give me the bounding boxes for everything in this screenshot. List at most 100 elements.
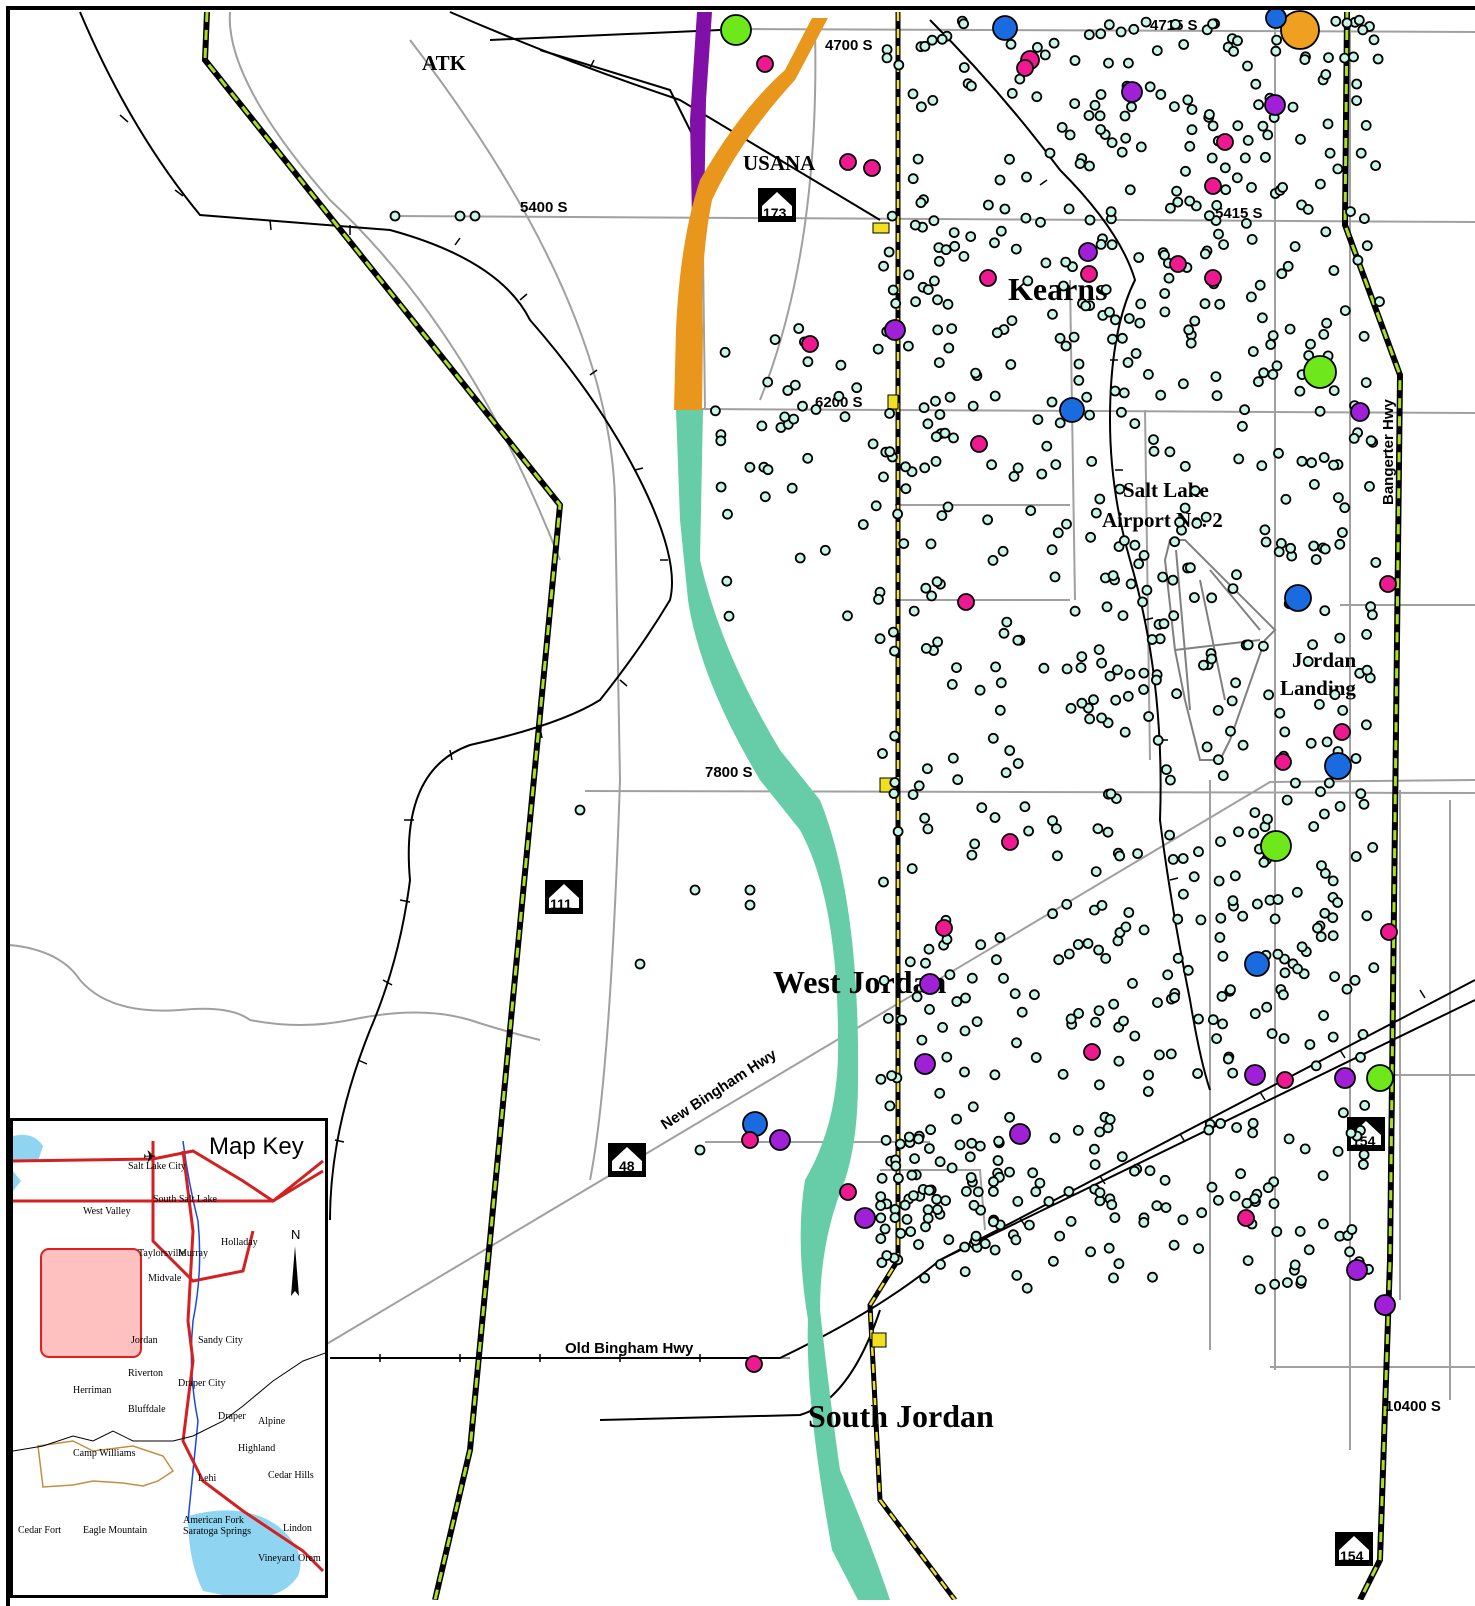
point-marker: [1085, 1246, 1096, 1258]
point-marker: [1177, 853, 1189, 864]
point-marker: [927, 95, 939, 106]
point-marker: [1056, 122, 1068, 133]
point-marker: [1034, 1177, 1046, 1189]
point-marker: [1270, 45, 1282, 57]
point-marker: [890, 297, 902, 309]
point-marker: [1177, 1214, 1189, 1226]
label-usana: USANA: [743, 151, 816, 175]
point-marker: [1345, 206, 1356, 218]
point-marker: [759, 491, 771, 503]
point-marker: [993, 1135, 1004, 1147]
point-marker: [1107, 570, 1119, 581]
point-marker: [1157, 571, 1169, 583]
point-marker: [1106, 137, 1118, 149]
point-marker: [1320, 226, 1332, 238]
point-marker: [1124, 184, 1136, 196]
point-marker: [925, 1124, 936, 1136]
point-marker: [722, 508, 733, 520]
point-marker: [989, 1069, 1001, 1081]
point-marker: [979, 1238, 991, 1250]
point-marker: [876, 1172, 888, 1184]
point-marker: [1230, 677, 1241, 689]
point-marker: [904, 956, 916, 968]
point-marker: [1289, 241, 1301, 252]
point-marker: [919, 1272, 931, 1284]
point-marker: [1135, 298, 1147, 310]
point-marker: [905, 1226, 916, 1237]
point-marker: [989, 1244, 1001, 1256]
label-6200s: 6200 S: [815, 394, 863, 411]
point-marker: [1248, 827, 1260, 839]
point-marker: [1022, 275, 1034, 287]
point-marker: [1069, 605, 1081, 617]
point-marker: [1046, 544, 1058, 556]
point-marker: [932, 324, 944, 336]
point-marker: [1361, 719, 1372, 731]
point-marker: [1048, 37, 1060, 49]
point-marker: [884, 407, 895, 419]
key-interstates: [13, 1141, 325, 1573]
point-marker: [1094, 493, 1106, 505]
point-marker: [756, 420, 768, 432]
point-marker: [1308, 540, 1320, 552]
point-marker: [870, 500, 882, 512]
point-marker: [995, 677, 1007, 689]
point-marker: [1249, 1193, 1261, 1205]
point-marker: [1189, 592, 1200, 603]
point-marker: [878, 260, 889, 272]
point-marker: [958, 18, 969, 30]
point-marker: [1054, 1230, 1066, 1242]
point-marker: [1032, 414, 1044, 426]
point-marker: [1333, 492, 1344, 504]
point-marker: [908, 605, 920, 617]
point-marker: [1119, 110, 1131, 122]
point-marker: [1084, 160, 1095, 172]
point-marker: [1063, 203, 1075, 215]
point-marker: [1359, 1100, 1371, 1111]
point-marker: [969, 838, 981, 850]
point-marker: [1127, 978, 1138, 989]
point-marker: [1339, 305, 1351, 317]
point-marker: [1273, 546, 1285, 558]
point-marker: [1081, 391, 1093, 403]
point-marker: [1086, 455, 1098, 467]
point-marker: [989, 390, 1001, 402]
point-marker: [1179, 460, 1191, 472]
point-marker: [1101, 601, 1113, 613]
magenta-point-marker: [1274, 753, 1292, 771]
point-marker: [1053, 954, 1065, 966]
point-marker: [1125, 578, 1137, 590]
point-marker: [1367, 609, 1378, 621]
point-marker: [1367, 842, 1379, 853]
point-marker: [967, 1101, 979, 1113]
point-marker: [1360, 377, 1372, 389]
point-marker: [1341, 983, 1353, 995]
point-marker: [959, 1241, 971, 1253]
point-marker: [1129, 1030, 1141, 1042]
point-marker: [1089, 904, 1100, 916]
point-marker: [1276, 268, 1288, 280]
point-marker: [1321, 317, 1332, 329]
point-marker: [634, 958, 646, 970]
point-marker: [913, 780, 925, 792]
point-marker: [1075, 662, 1087, 673]
point-marker: [1361, 910, 1373, 922]
magenta-point-marker: [1237, 1209, 1255, 1227]
point-marker: [935, 1259, 946, 1270]
point-marker: [933, 357, 945, 369]
point-marker: [890, 1160, 902, 1172]
point-marker: [1267, 368, 1279, 380]
point-marker: [1361, 664, 1373, 676]
point-marker: [1054, 332, 1066, 344]
place-labels: ATK USANA Kearns Salt Lake Airport No. 2…: [422, 51, 1357, 1434]
point-marker: [1084, 214, 1096, 226]
point-marker: [1146, 634, 1158, 645]
point-marker: [1167, 854, 1179, 865]
violet-point-marker: [1264, 94, 1286, 116]
point-marker: [1076, 697, 1088, 709]
point-marker: [937, 1022, 948, 1033]
point-marker: [932, 636, 943, 648]
point-marker: [1134, 317, 1146, 329]
